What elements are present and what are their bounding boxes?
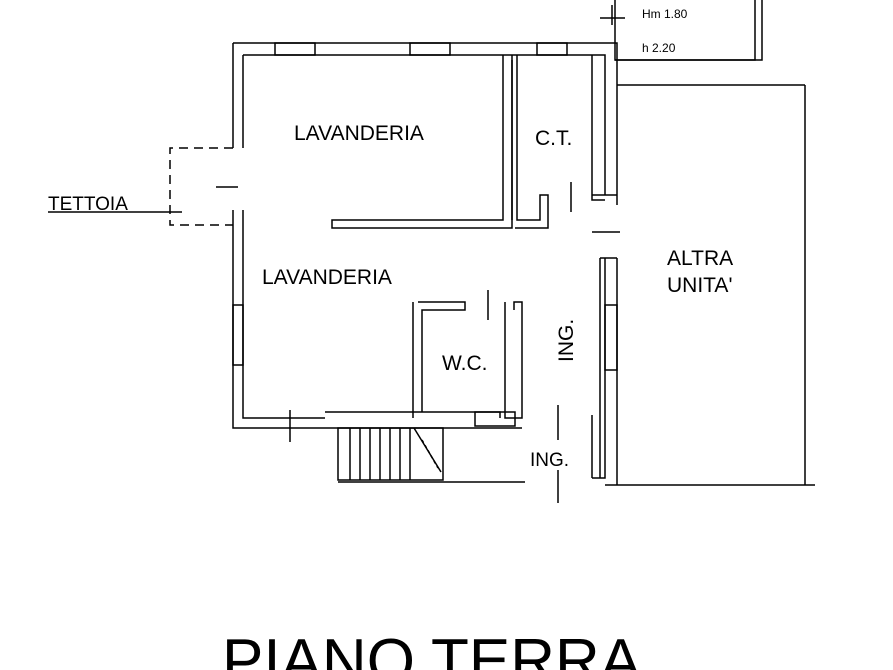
room-label-ingresso-vertical: ING.	[555, 319, 578, 362]
tettoia-outline	[169, 147, 233, 226]
outer-walls	[232, 42, 620, 485]
room-label-ingresso-bottom: ING.	[530, 450, 569, 471]
room-label-altra-unita-2: UNITA'	[667, 274, 732, 297]
annex-top-right	[600, 0, 763, 61]
room-label-wc: W.C.	[442, 352, 488, 375]
room-label-tettoia: TETTOIA	[48, 194, 128, 215]
floor-title: PIANO TERRA	[222, 627, 642, 670]
stairs	[337, 427, 444, 481]
room-label-lavanderia-top: LAVANDERIA	[294, 122, 424, 145]
room-label-altra-unita-1: ALTRA	[667, 247, 733, 270]
annex-height-label-2: h 2.20	[642, 41, 676, 55]
room-label-lavanderia-bottom: LAVANDERIA	[262, 266, 392, 289]
annex-height-label: Hm 1.80	[642, 7, 688, 21]
interior-walls	[216, 55, 815, 503]
room-label-ct: C.T.	[535, 127, 572, 150]
